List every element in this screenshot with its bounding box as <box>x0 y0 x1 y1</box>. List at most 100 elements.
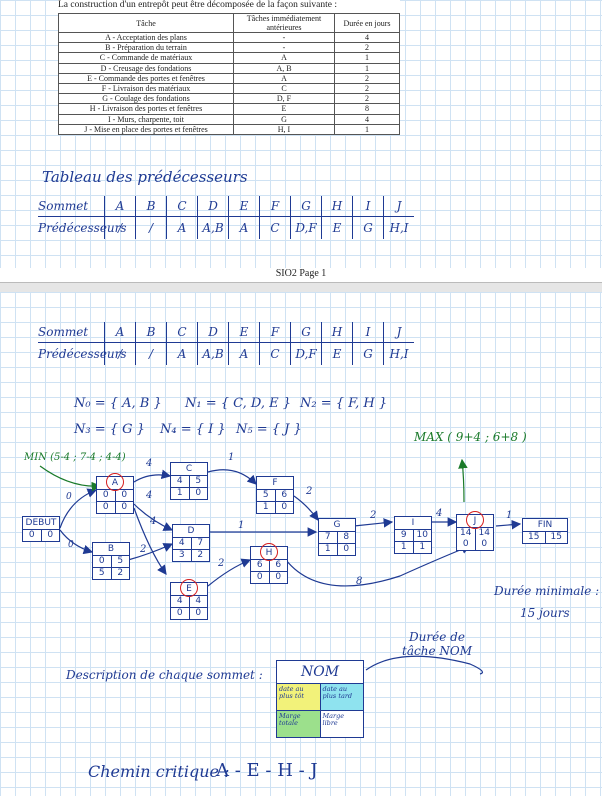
edge-label-debut-b: 0 <box>68 540 74 550</box>
level-n2: N₂ = { F, H } <box>300 396 388 411</box>
pred-row-preds: Prédécesseurs / / A A,B A C D,F E G H,I <box>38 217 414 239</box>
edge-duree-note <box>365 655 483 675</box>
pred-e: A <box>229 217 260 239</box>
node-g-name: G <box>319 519 355 532</box>
node-a-val-d: 0 <box>121 502 128 512</box>
pred-i: G <box>353 217 384 239</box>
sommet-label-copy: Sommet <box>38 322 105 342</box>
task-name-cell: H - Livraison des portes et fenêtres <box>58 103 234 115</box>
task-name-cell: A - Acceptation des plans <box>58 31 234 44</box>
edge-label-c-f: 1 <box>228 452 235 463</box>
pred-table-copy: Sommet A B C D E F G H I J Prédécesseurs… <box>38 322 414 365</box>
chemin-critique-label: Chemin critique : <box>88 762 230 781</box>
node-h-val-a: 6 <box>251 560 270 571</box>
edge-label-h-j: 8 <box>356 576 363 587</box>
node-fin-val-b: 15 <box>550 532 562 542</box>
node-b-val-d: 2 <box>117 568 124 578</box>
level-n4: N₄ = { I } <box>160 422 226 437</box>
edge-j-fin <box>495 519 522 530</box>
task-prereq-cell: - <box>233 31 335 44</box>
pred-j-copy: H,I <box>389 347 409 361</box>
node-h-val-b: 6 <box>275 560 282 570</box>
pred-c-copy: A <box>167 343 198 365</box>
task-duration-cell: 8 <box>334 103 400 115</box>
sommet-e-copy: E <box>229 322 260 342</box>
node-d-name: D <box>173 525 209 538</box>
node-j-val-a: 14 <box>457 528 476 539</box>
sommet-g: G <box>291 196 322 216</box>
pred-a: / <box>105 217 136 239</box>
node-c-val-c: 1 <box>171 488 190 499</box>
sommet-g-copy: G <box>291 322 322 342</box>
description-label: Description de chaque sommet : <box>66 668 263 682</box>
annotation-max: MAX ( 9+4 ; 6+8 ) <box>414 430 527 444</box>
node-e-val-d: 0 <box>195 608 202 618</box>
node-d-val-b: 7 <box>197 538 204 548</box>
page-separator <box>0 282 602 293</box>
level-n1: N₁ = { C, D, E } <box>185 396 292 411</box>
pred-g-copy: D,F <box>291 343 322 365</box>
task-name-cell: J - Mise en place des portes et fenêtres <box>58 123 234 136</box>
task-name-cell: C - Commande de matériaux <box>58 52 234 64</box>
edge-label-d-g: 1 <box>238 520 245 531</box>
edge-g-i <box>353 518 394 528</box>
annot-max-arrow <box>458 458 468 503</box>
node-d-val-c: 3 <box>173 550 192 561</box>
node-a-val-b: 0 <box>121 490 128 500</box>
node-g-val-b: 8 <box>343 532 350 542</box>
edge-e-h <box>207 558 252 587</box>
critical-marker-j <box>466 511 484 529</box>
node-debut-val-b: 0 <box>47 530 54 540</box>
node-i-val-b: 10 <box>416 530 428 540</box>
node-a-val-a: 0 <box>97 490 116 501</box>
task-duration-cell: 1 <box>334 62 400 74</box>
edge-a-d <box>133 503 174 531</box>
task-prereq-cell: - <box>233 42 335 54</box>
node-c-val-d: 0 <box>195 488 202 498</box>
node-fin-name: FIN <box>523 519 567 532</box>
pred-c: A <box>167 217 198 239</box>
pred-j: H,I <box>389 221 409 235</box>
pred-label-copy: Prédécesseurs <box>38 343 127 365</box>
node-i-name: I <box>395 517 431 530</box>
pred-d-copy: A,B <box>198 343 229 365</box>
sommet-d-copy: D <box>198 322 229 342</box>
pred-a-copy: / <box>105 343 136 365</box>
intro-text: La construction d'un entrepôt peut être … <box>58 0 337 10</box>
level-n5: N₅ = { J } <box>236 422 302 437</box>
duree-minimale-value: 15 jours <box>520 606 570 620</box>
node-g-val-c: 1 <box>319 544 338 555</box>
node-c-name: C <box>171 463 207 476</box>
edge-label-b-d: 2 <box>140 544 147 555</box>
edge-label-i-j: 4 <box>436 508 443 519</box>
sommet-a-copy: A <box>105 322 136 342</box>
legend-marge-libre: Marge libre <box>322 712 345 727</box>
sommet-e: E <box>229 196 260 216</box>
task-prereq-cell: A <box>233 72 335 85</box>
sommet-b: B <box>136 196 167 216</box>
printed-block: La construction d'un entrepôt peut être … <box>58 0 400 136</box>
task-row: B - Préparation du terrain-2 <box>58 42 400 54</box>
task-prereq-cell: H, I <box>233 123 335 136</box>
pred-g: D,F <box>291 217 322 239</box>
sommet-j-copy: J <box>396 325 402 339</box>
edge-label-debut-a: 0 <box>66 492 72 502</box>
task-prereq-cell: A, B <box>233 62 335 74</box>
node-i-val-d: 1 <box>419 542 426 552</box>
annotation-min: MIN (5-4 ; 7-4 ; 4-4) <box>24 452 126 463</box>
task-name-cell: D - Creusage des fondations <box>58 62 234 74</box>
pred-table: Sommet A B C D E F G H I J Prédécesseurs… <box>38 196 414 239</box>
node-d-val-a: 4 <box>173 538 192 549</box>
pred-h-copy: E <box>322 343 353 365</box>
legend-box: NOM date au plus tôt date au plus tard M… <box>276 660 364 738</box>
